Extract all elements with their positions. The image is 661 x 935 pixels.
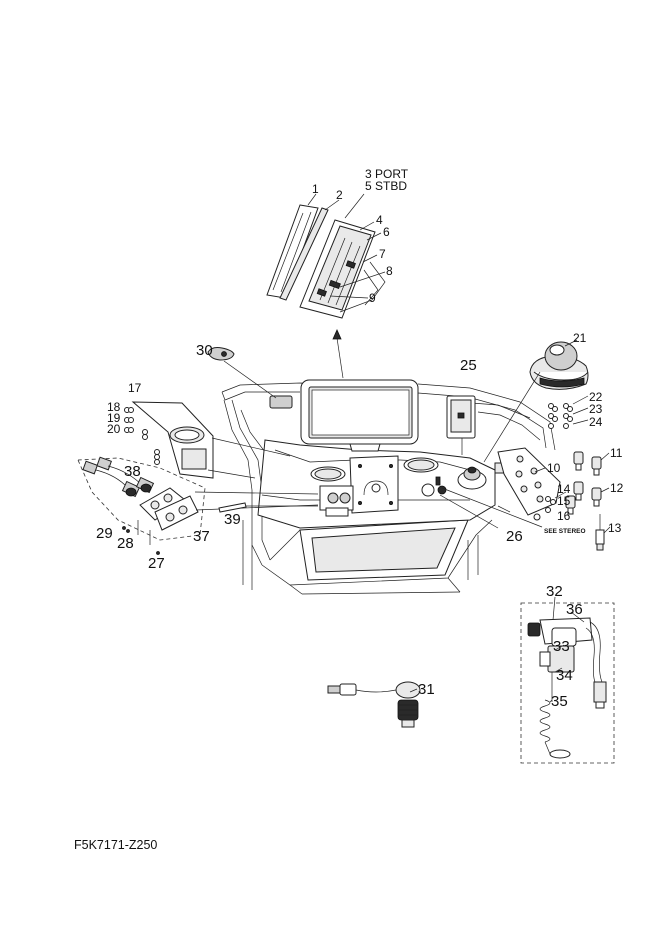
callout-22: 22: [589, 390, 603, 404]
callout-2: 2: [336, 188, 343, 202]
part-25-switch: [446, 395, 476, 455]
callout-7: 7: [379, 247, 386, 261]
part-17-plate: [131, 401, 291, 479]
callout-31: 31: [418, 681, 435, 698]
display-screen: [300, 379, 419, 452]
part-21-joystick: [483, 339, 589, 463]
part-30-sensor: [207, 347, 293, 409]
callout-32: 32: [546, 583, 563, 600]
callout-18: 18: [107, 400, 121, 414]
callout-35: 35: [551, 693, 568, 710]
callout-23: 23: [589, 402, 603, 416]
callout-37: 37: [193, 528, 210, 545]
callout-17: 17: [128, 381, 142, 395]
callout-26: 26: [506, 528, 523, 545]
callout-16: 16: [557, 509, 571, 523]
callout-13: 13: [608, 521, 622, 535]
callout-9: 9: [369, 291, 376, 305]
callout-3-port: 3 PORT: [365, 167, 409, 181]
callout-21: 21: [573, 331, 587, 345]
callout-11: 11: [610, 446, 623, 460]
stereo-leader: [439, 487, 543, 529]
callout-5-stbd: 5 STBD: [365, 179, 407, 193]
callout-6: 6: [383, 225, 390, 239]
callout-20: 20: [107, 422, 121, 436]
callout-39: 39: [224, 511, 241, 528]
callout-29: 29: [96, 525, 113, 542]
callout-36: 36: [566, 601, 583, 618]
display-leaders: [307, 193, 386, 379]
callout-labels: 1 2 3 PORT 5 STBD 4 6 7 8 9 10 11 12 13 …: [96, 167, 624, 710]
callout-10: 10: [547, 461, 561, 475]
callout-14: 14: [557, 482, 571, 496]
part-13-fuse: [595, 514, 611, 551]
hardware-14-16: [533, 491, 567, 521]
hardware-22-24: [497, 395, 589, 513]
kill-switch-box: [520, 596, 615, 764]
callout-30: 30: [196, 342, 213, 359]
callout-27: 27: [148, 555, 165, 572]
callout-28: 28: [117, 535, 134, 552]
callout-4: 4: [376, 213, 383, 227]
part-31-cable: [327, 681, 421, 728]
callout-19: 19: [107, 411, 121, 425]
callout-1: 1: [312, 182, 319, 196]
callout-24: 24: [589, 415, 603, 429]
part-10-plate: [497, 447, 561, 516]
part-39-bar: [218, 502, 318, 513]
parts-11-12-switches: [565, 451, 610, 515]
note-see-stereo: SEE STEREO: [544, 528, 586, 535]
callout-12: 12: [610, 481, 624, 495]
callout-15: 15: [557, 494, 571, 508]
usb-charger-group: [77, 456, 319, 555]
hardware-18-20: [124, 407, 160, 465]
callout-8: 8: [386, 264, 393, 278]
callout-38: 38: [124, 463, 141, 480]
callout-25: 25: [460, 357, 477, 374]
drawing-code: F5K7171-Z250: [74, 838, 157, 852]
callout-34: 34: [556, 667, 573, 684]
display-unit-exploded: [266, 204, 386, 319]
callout-33: 33: [553, 638, 570, 655]
